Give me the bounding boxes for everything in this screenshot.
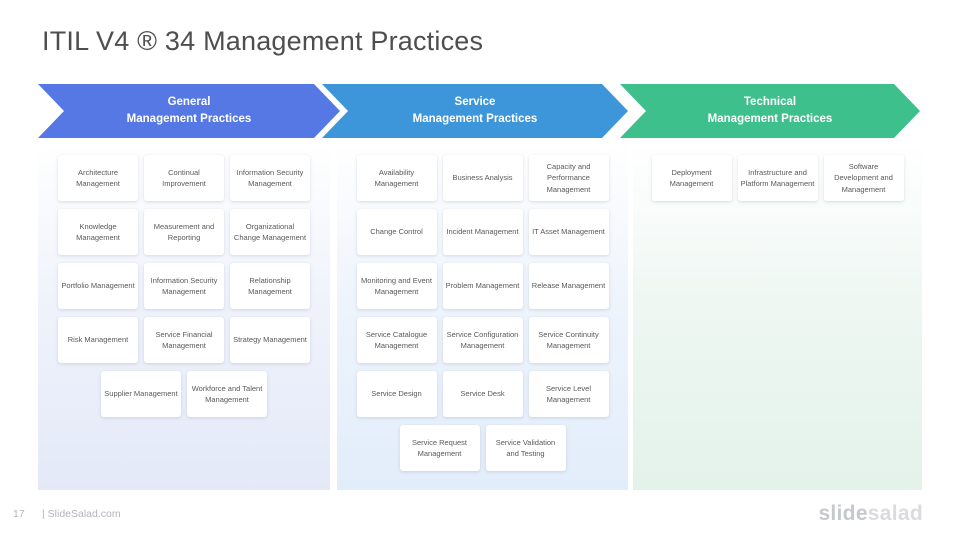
arrow-technical-line2: Management Practices <box>707 113 833 125</box>
arrow-service-line2: Management Practices <box>412 113 538 125</box>
practice-card: Business Analysis <box>442 155 523 201</box>
panel-general: Architecture Management Continual Improv… <box>38 142 330 490</box>
practice-card: Service Level Management <box>528 371 609 417</box>
arrow-general: General Management Practices <box>38 84 340 138</box>
practice-card: Incident Management <box>442 209 523 255</box>
practice-card: Software Development and Management <box>823 155 904 201</box>
arrow-technical-line1: Technical <box>743 96 797 109</box>
arrow-general-label: General Management Practices <box>38 94 340 127</box>
practice-card: Organizational Change Management <box>230 209 310 255</box>
practice-card: Relationship Management <box>230 263 310 309</box>
card-row: Deployment Management Infrastructure and… <box>633 155 922 201</box>
logo-part-slide: slide <box>818 502 868 525</box>
arrow-service-label: Service Management Practices <box>322 94 628 127</box>
slidesalad-logo: slidesalad <box>818 502 923 526</box>
practice-card: Information Security Management <box>144 263 224 309</box>
practice-card: Architecture Management <box>58 155 138 201</box>
arrow-service: Service Management Practices <box>322 84 628 138</box>
page-number: 17 <box>13 508 25 520</box>
practice-card: Supplier Management <box>101 371 181 417</box>
practice-card: Workforce and Talent Management <box>187 371 267 417</box>
logo-part-salad: salad <box>867 502 923 525</box>
practice-card: IT Asset Management <box>528 209 609 255</box>
practice-card: Problem Management <box>442 263 523 309</box>
card-row: Change Control Incident Management IT As… <box>337 209 628 255</box>
card-row: Supplier Management Workforce and Talent… <box>38 371 330 417</box>
arrow-service-line1: Service <box>454 96 496 109</box>
practice-card: Deployment Management <box>651 155 732 201</box>
practice-card: Capacity and Performance Management <box>528 155 609 201</box>
practice-card: Service Catalogue Management <box>356 317 437 363</box>
practice-card: Service Configuration Management <box>442 317 523 363</box>
card-row: Service Request Management Service Valid… <box>337 425 628 471</box>
card-row: Availability Management Business Analysi… <box>337 155 628 201</box>
arrow-technical-label: Technical Management Practices <box>620 94 920 127</box>
practice-card: Knowledge Management <box>58 209 138 255</box>
practice-card: Service Validation and Testing <box>485 425 566 471</box>
practice-card: Release Management <box>528 263 609 309</box>
practice-card: Monitoring and Event Management <box>356 263 437 309</box>
practice-card: Infrastructure and Platform Management <box>737 155 818 201</box>
practice-card: Measurement and Reporting <box>144 209 224 255</box>
card-row: Monitoring and Event Management Problem … <box>337 263 628 309</box>
page-title: ITIL V4 ® 34 Management Practices <box>42 26 484 56</box>
footer: 17 | SlideSalad.com slidesalad <box>0 502 960 532</box>
practice-card: Service Request Management <box>399 425 480 471</box>
practice-card: Information Security Management <box>230 155 310 201</box>
practice-card: Portfolio Management <box>58 263 138 309</box>
practice-card: Continual Improvement <box>144 155 224 201</box>
arrow-technical: Technical Management Practices <box>620 84 920 138</box>
practice-card: Service Desk <box>442 371 523 417</box>
card-row: Service Design Service Desk Service Leve… <box>337 371 628 417</box>
practice-card: Service Continuity Management <box>528 317 609 363</box>
arrow-general-line2: Management Practices <box>126 113 252 125</box>
practice-card: Service Financial Management <box>144 317 224 363</box>
card-row: Architecture Management Continual Improv… <box>38 155 330 201</box>
card-row: Service Catalogue Management Service Con… <box>337 317 628 363</box>
practice-card: Risk Management <box>58 317 138 363</box>
practice-card: Change Control <box>356 209 437 255</box>
card-row: Risk Management Service Financial Manage… <box>38 317 330 363</box>
practice-card: Service Design <box>356 371 437 417</box>
arrow-general-line1: General <box>167 96 211 109</box>
card-row: Knowledge Management Measurement and Rep… <box>38 209 330 255</box>
practice-card: Strategy Management <box>230 317 310 363</box>
panel-technical: Deployment Management Infrastructure and… <box>633 142 922 490</box>
practice-card: Availability Management <box>356 155 437 201</box>
card-row: Portfolio Management Information Securit… <box>38 263 330 309</box>
footer-site-label: | SlideSalad.com <box>42 508 121 520</box>
panel-service: Availability Management Business Analysi… <box>337 142 628 490</box>
